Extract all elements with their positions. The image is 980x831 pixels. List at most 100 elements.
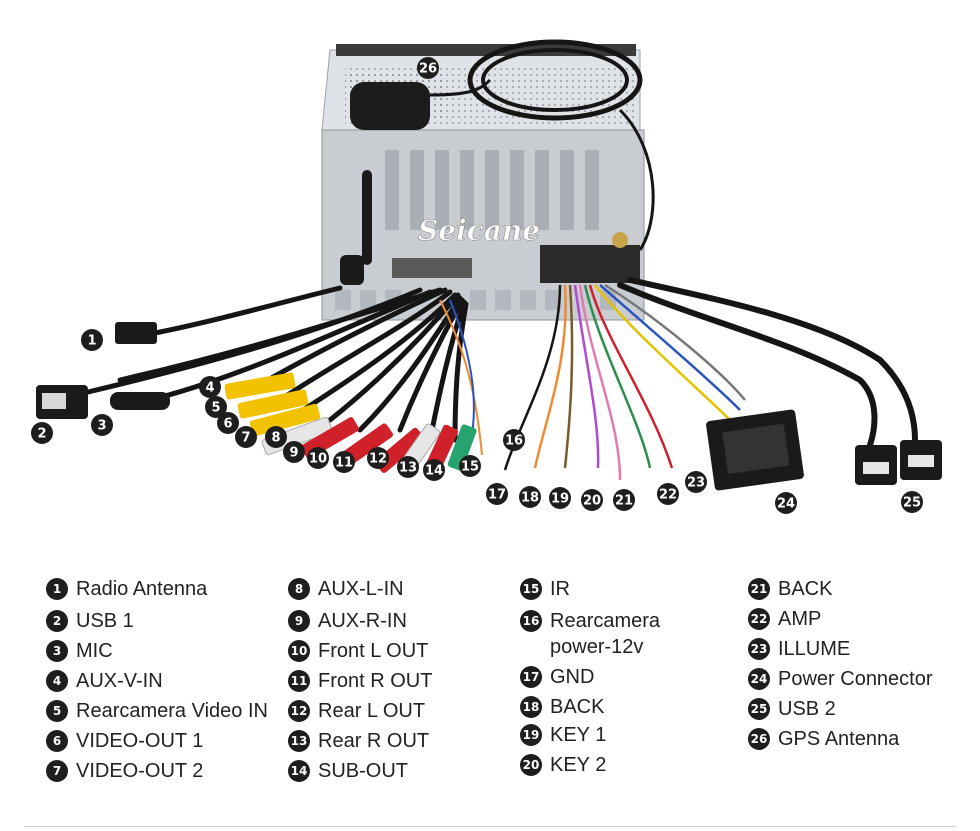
- callout-number: 16: [505, 434, 523, 449]
- rear-port-block: [392, 258, 472, 278]
- harness-wires: [503, 283, 746, 481]
- left-cable-bundle: [85, 285, 469, 443]
- legend-label: KEY 1: [550, 724, 607, 746]
- legend-item-20: 20 KEY 2: [520, 752, 606, 778]
- legend-number: 2: [46, 610, 68, 632]
- legend-number: 24: [748, 668, 770, 690]
- legend-number: 9: [288, 610, 310, 632]
- callout-badge-7: 7: [235, 426, 257, 448]
- legend-label: USB 1: [76, 610, 134, 632]
- legend-number: 3: [46, 640, 68, 662]
- heatsink-fins: [385, 150, 599, 230]
- legend-label: KEY 2: [550, 754, 607, 776]
- legend-label: Rear L OUT: [318, 700, 426, 722]
- callout-number: 6: [223, 417, 232, 432]
- wiring-diagram-illustration: Seicane: [31, 39, 942, 514]
- legend-number: 15: [520, 578, 542, 600]
- callout-number: 10: [309, 452, 327, 467]
- callout-badge-16: 16: [503, 429, 525, 451]
- legend-item-6: 6 VIDEO-OUT 1: [46, 728, 203, 754]
- gps-cable-coil: [467, 39, 643, 121]
- callout-number: 14: [425, 464, 443, 479]
- legend-number: 21: [748, 578, 770, 600]
- callout-number: 1: [87, 334, 96, 349]
- callout-badge-11: 11: [333, 451, 355, 473]
- wifi-antenna: [362, 170, 372, 265]
- legend-number: 19: [520, 724, 542, 746]
- legend-number: 13: [288, 730, 310, 752]
- legend-number: 18: [520, 696, 542, 718]
- radio-antenna-plug: [115, 322, 157, 344]
- legend-number: 8: [288, 578, 310, 600]
- legend-label: Rear R OUT: [318, 730, 430, 752]
- callout-badge-23: 23: [685, 471, 707, 493]
- legend-label: GND: [550, 666, 595, 688]
- callout-number: 11: [335, 456, 353, 471]
- callout-number: 18: [521, 491, 539, 506]
- callout-number: 15: [461, 460, 479, 475]
- callout-number: 23: [687, 476, 705, 491]
- callout-badge-21: 21: [613, 489, 635, 511]
- antenna-jack: [612, 232, 628, 248]
- callout-badge-13: 13: [397, 456, 419, 478]
- legend-label: AMP: [778, 608, 822, 630]
- callout-badge-5: 5: [205, 396, 227, 418]
- callout-badge-8: 8: [265, 426, 287, 448]
- orange-wire: [439, 299, 483, 456]
- legend-item-21: 21 BACK: [748, 576, 832, 602]
- callout-badge-15: 15: [459, 455, 481, 477]
- callout-badge-25: 25: [901, 491, 923, 513]
- usb2-cables: [617, 277, 918, 448]
- legend-number: 7: [46, 760, 68, 782]
- legend-number: 10: [288, 640, 310, 662]
- lower-slots: [335, 290, 616, 310]
- legend-number: 20: [520, 754, 542, 776]
- callout-number: 26: [419, 62, 437, 77]
- callout-badge-18: 18: [519, 486, 541, 508]
- callout-number: 19: [551, 492, 569, 507]
- legend-number: 4: [46, 670, 68, 692]
- callout-badge-3: 3: [91, 414, 113, 436]
- chassis-top-edge: [336, 44, 636, 56]
- legend-number: 16: [520, 610, 542, 632]
- harness-socket: [540, 245, 640, 283]
- legend-label: BACK: [778, 578, 833, 600]
- callout-number: 8: [271, 431, 280, 446]
- legend-item-12: 12 Rear L OUT: [288, 698, 425, 724]
- callout-badge-9: 9: [283, 441, 305, 463]
- legend-item-22: 22 AMP: [748, 606, 821, 632]
- callout-number: 5: [211, 401, 220, 416]
- callout-badge-17: 17: [486, 483, 508, 505]
- legend-number: 22: [748, 608, 770, 630]
- gps-antenna-puck: [350, 82, 430, 130]
- callout-number: 22: [659, 488, 677, 503]
- legend-number: 6: [46, 730, 68, 752]
- legend-label: BACK: [550, 696, 605, 718]
- legend-label: GPS Antenna: [778, 728, 900, 750]
- legend-label: IR: [550, 578, 570, 600]
- callout-badge-20: 20: [581, 489, 603, 511]
- callout-number: 17: [488, 488, 506, 503]
- callout-badge-4: 4: [199, 376, 221, 398]
- legend-number: 26: [748, 728, 770, 750]
- legend-number: 12: [288, 700, 310, 722]
- legend-item-18: 18 BACK: [520, 694, 604, 720]
- legend-label: Radio Antenna: [76, 578, 208, 600]
- legend-label: VIDEO-OUT 1: [76, 730, 204, 752]
- callout-badge-24: 24: [775, 492, 797, 514]
- callout-badge-26: 26: [417, 57, 439, 79]
- callout-number: 4: [205, 381, 214, 396]
- legend-item-26: 26 GPS Antenna: [748, 726, 899, 752]
